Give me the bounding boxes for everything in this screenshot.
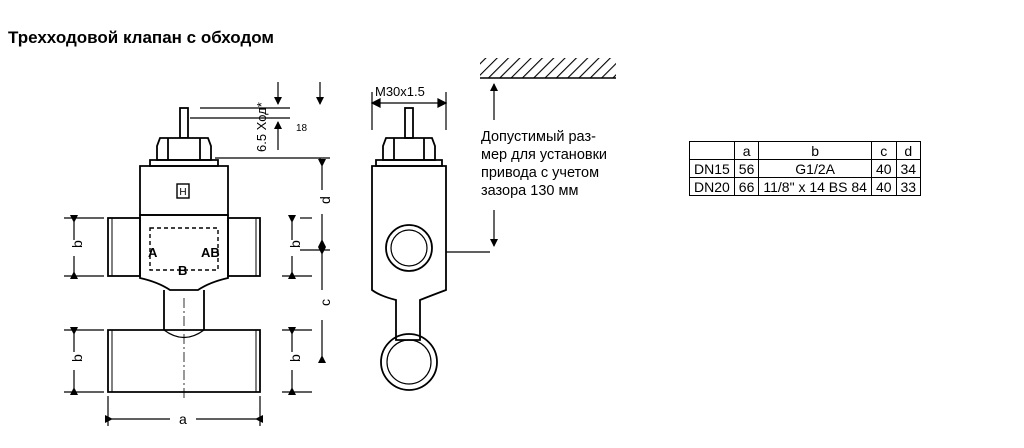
table-cell: DN15 [689, 159, 735, 178]
valve-stem [179, 107, 189, 139]
ceiling-hatch [480, 58, 616, 78]
table-header-row: a b c d [689, 141, 922, 160]
page-title: Трехходовой клапан с обходом [8, 28, 274, 47]
stroke-label: 6.5 Ход* [254, 102, 269, 152]
side-view [371, 107, 490, 391]
table-cell: 33 [895, 177, 922, 196]
table-header-cell: d [895, 141, 922, 160]
port-b-label: B [178, 263, 187, 278]
clearance-note: Допустимый раз- мер для установки привод… [481, 128, 656, 200]
table-cell: 34 [895, 159, 922, 178]
dim-d-label: d [317, 196, 333, 204]
dim-thread [370, 92, 448, 130]
thread-label: M30x1.5 [375, 84, 425, 99]
dim-18-label: 18 [296, 123, 308, 134]
table-cell: G1/2A [758, 159, 872, 178]
side-port-lower [380, 333, 438, 391]
table-header-cell: b [758, 141, 872, 160]
dim-a-label: a [179, 411, 187, 427]
table-header-cell [689, 141, 735, 160]
dim-c-label: c [317, 299, 333, 306]
table-header-cell: c [870, 141, 897, 160]
front-view: H [107, 107, 261, 400]
table-row: DN20 66 11/8" x 14 BS 84 40 33 [689, 177, 922, 196]
table-cell: 11/8" x 14 BS 84 [758, 177, 872, 196]
dim-b-label-left-1: b [69, 240, 85, 248]
table-cell: 66 [733, 177, 760, 196]
table-cell: 56 [733, 159, 760, 178]
dim-b-left [64, 215, 104, 395]
dim-b-label-right-1: b [287, 240, 303, 248]
table-cell: 40 [870, 177, 897, 196]
dim-b-label-right-2: b [287, 354, 303, 362]
bonnet-nut [156, 137, 212, 161]
port-ab-label: AB [201, 245, 220, 260]
table-cell: 40 [870, 159, 897, 178]
port-a-label: A [148, 245, 158, 260]
port-left [107, 217, 141, 277]
lower-tee [107, 329, 261, 393]
note-line-4: зазора 130 мм [481, 183, 579, 199]
dim-a [105, 396, 263, 426]
side-port-upper [385, 224, 433, 272]
table-header-cell: a [733, 141, 760, 160]
dim-right-stack [282, 159, 330, 395]
dimension-table: a b c d DN15 56 G1/2A 40 34 DN20 66 11/8… [689, 141, 922, 196]
note-line-3: привода с учетом [481, 165, 600, 181]
note-line-2: мер для установки [481, 147, 608, 163]
note-line-1: Допустимый раз- [481, 129, 596, 145]
dim-b-label-left-2: b [69, 354, 85, 362]
body-logo [176, 183, 190, 199]
port-right [227, 217, 261, 277]
table-row: DN15 56 G1/2A 40 34 [689, 159, 922, 178]
svg-text:H: H [179, 187, 186, 198]
dim-stroke [190, 82, 330, 162]
table-cell: DN20 [689, 177, 735, 196]
